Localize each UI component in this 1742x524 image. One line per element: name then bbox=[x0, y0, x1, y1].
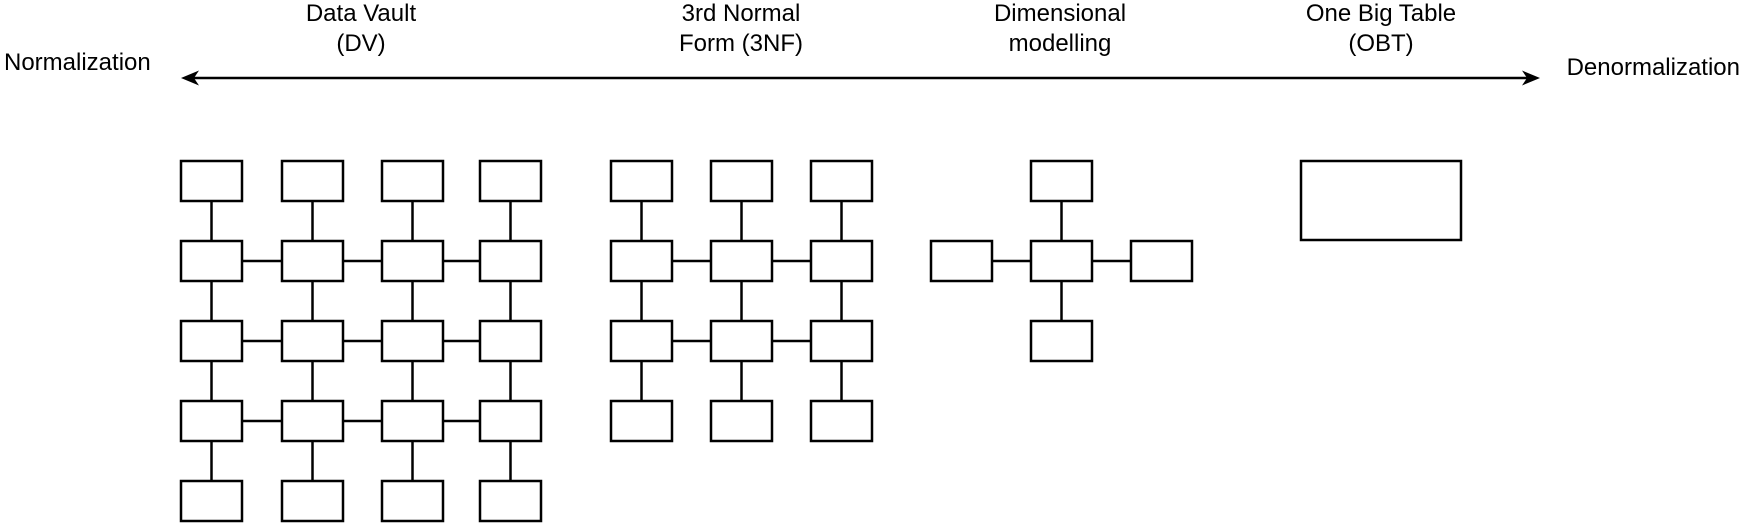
schema-table-box bbox=[1299, 159, 1463, 242]
schema-table-box bbox=[809, 159, 874, 203]
schema-table-box bbox=[280, 399, 345, 443]
schema-table-box bbox=[609, 399, 674, 443]
dimensional-modelling-label-line1: Dimensional bbox=[993, 0, 1127, 27]
schema-table-box bbox=[179, 239, 244, 283]
schema-table-box bbox=[280, 479, 345, 523]
dimensional-modelling-label-line2: modelling bbox=[1008, 30, 1112, 57]
schema-table-box bbox=[929, 239, 994, 283]
dimensional-modelling-label: Dimensional modelling bbox=[900, 0, 1220, 59]
schema-table-box bbox=[280, 159, 345, 203]
third-normal-form-label-line2: Form (3NF) bbox=[679, 30, 803, 57]
schema-table-box bbox=[1029, 239, 1094, 283]
schema-table-box bbox=[179, 479, 244, 523]
one-big-table-label-line1: One Big Table bbox=[1305, 0, 1457, 27]
schema-table-box bbox=[709, 319, 774, 363]
third-normal-form-label-line1: 3rd Normal bbox=[681, 0, 801, 27]
schema-table-box bbox=[380, 159, 445, 203]
schema-table-box bbox=[709, 239, 774, 283]
normalization-label: Normalization bbox=[4, 49, 151, 76]
schema-table-box bbox=[380, 319, 445, 363]
schema-table-box bbox=[478, 159, 543, 203]
schema-table-box bbox=[179, 319, 244, 363]
schema-table-box bbox=[380, 239, 445, 283]
data-vault-label-line2: (DV) bbox=[336, 30, 386, 57]
arrowhead-left-icon bbox=[181, 70, 199, 86]
schema-table-box bbox=[609, 239, 674, 283]
schema-table-box bbox=[709, 399, 774, 443]
schema-table-box bbox=[478, 479, 543, 523]
one-big-table-label-line2: (OBT) bbox=[1348, 30, 1414, 57]
schema-table-box bbox=[179, 399, 244, 443]
schema-table-box bbox=[380, 399, 445, 443]
denormalization-label: Denormalization bbox=[1566, 54, 1740, 81]
schema-table-box bbox=[1129, 239, 1194, 283]
schema-table-box bbox=[380, 479, 445, 523]
schema-table-box bbox=[809, 239, 874, 283]
arrowhead-right-icon bbox=[1522, 70, 1540, 86]
schema-table-box bbox=[709, 159, 774, 203]
third-normal-form-label: 3rd Normal Form (3NF) bbox=[581, 0, 901, 59]
schema-table-box bbox=[1029, 319, 1094, 363]
schema-table-box bbox=[280, 239, 345, 283]
data-vault-label: Data Vault (DV) bbox=[201, 0, 521, 59]
schema-table-box bbox=[478, 239, 543, 283]
schema-table-box bbox=[280, 319, 345, 363]
schema-table-box bbox=[1029, 159, 1094, 203]
data-vault-label-line1: Data Vault bbox=[305, 0, 417, 27]
schema-table-box bbox=[179, 159, 244, 203]
schema-table-box bbox=[609, 159, 674, 203]
schema-table-box bbox=[478, 399, 543, 443]
schema-table-box bbox=[609, 319, 674, 363]
schema-table-box bbox=[809, 319, 874, 363]
one-big-table-label: One Big Table (OBT) bbox=[1221, 0, 1541, 59]
schema-table-box bbox=[809, 399, 874, 443]
schema-table-box bbox=[478, 319, 543, 363]
